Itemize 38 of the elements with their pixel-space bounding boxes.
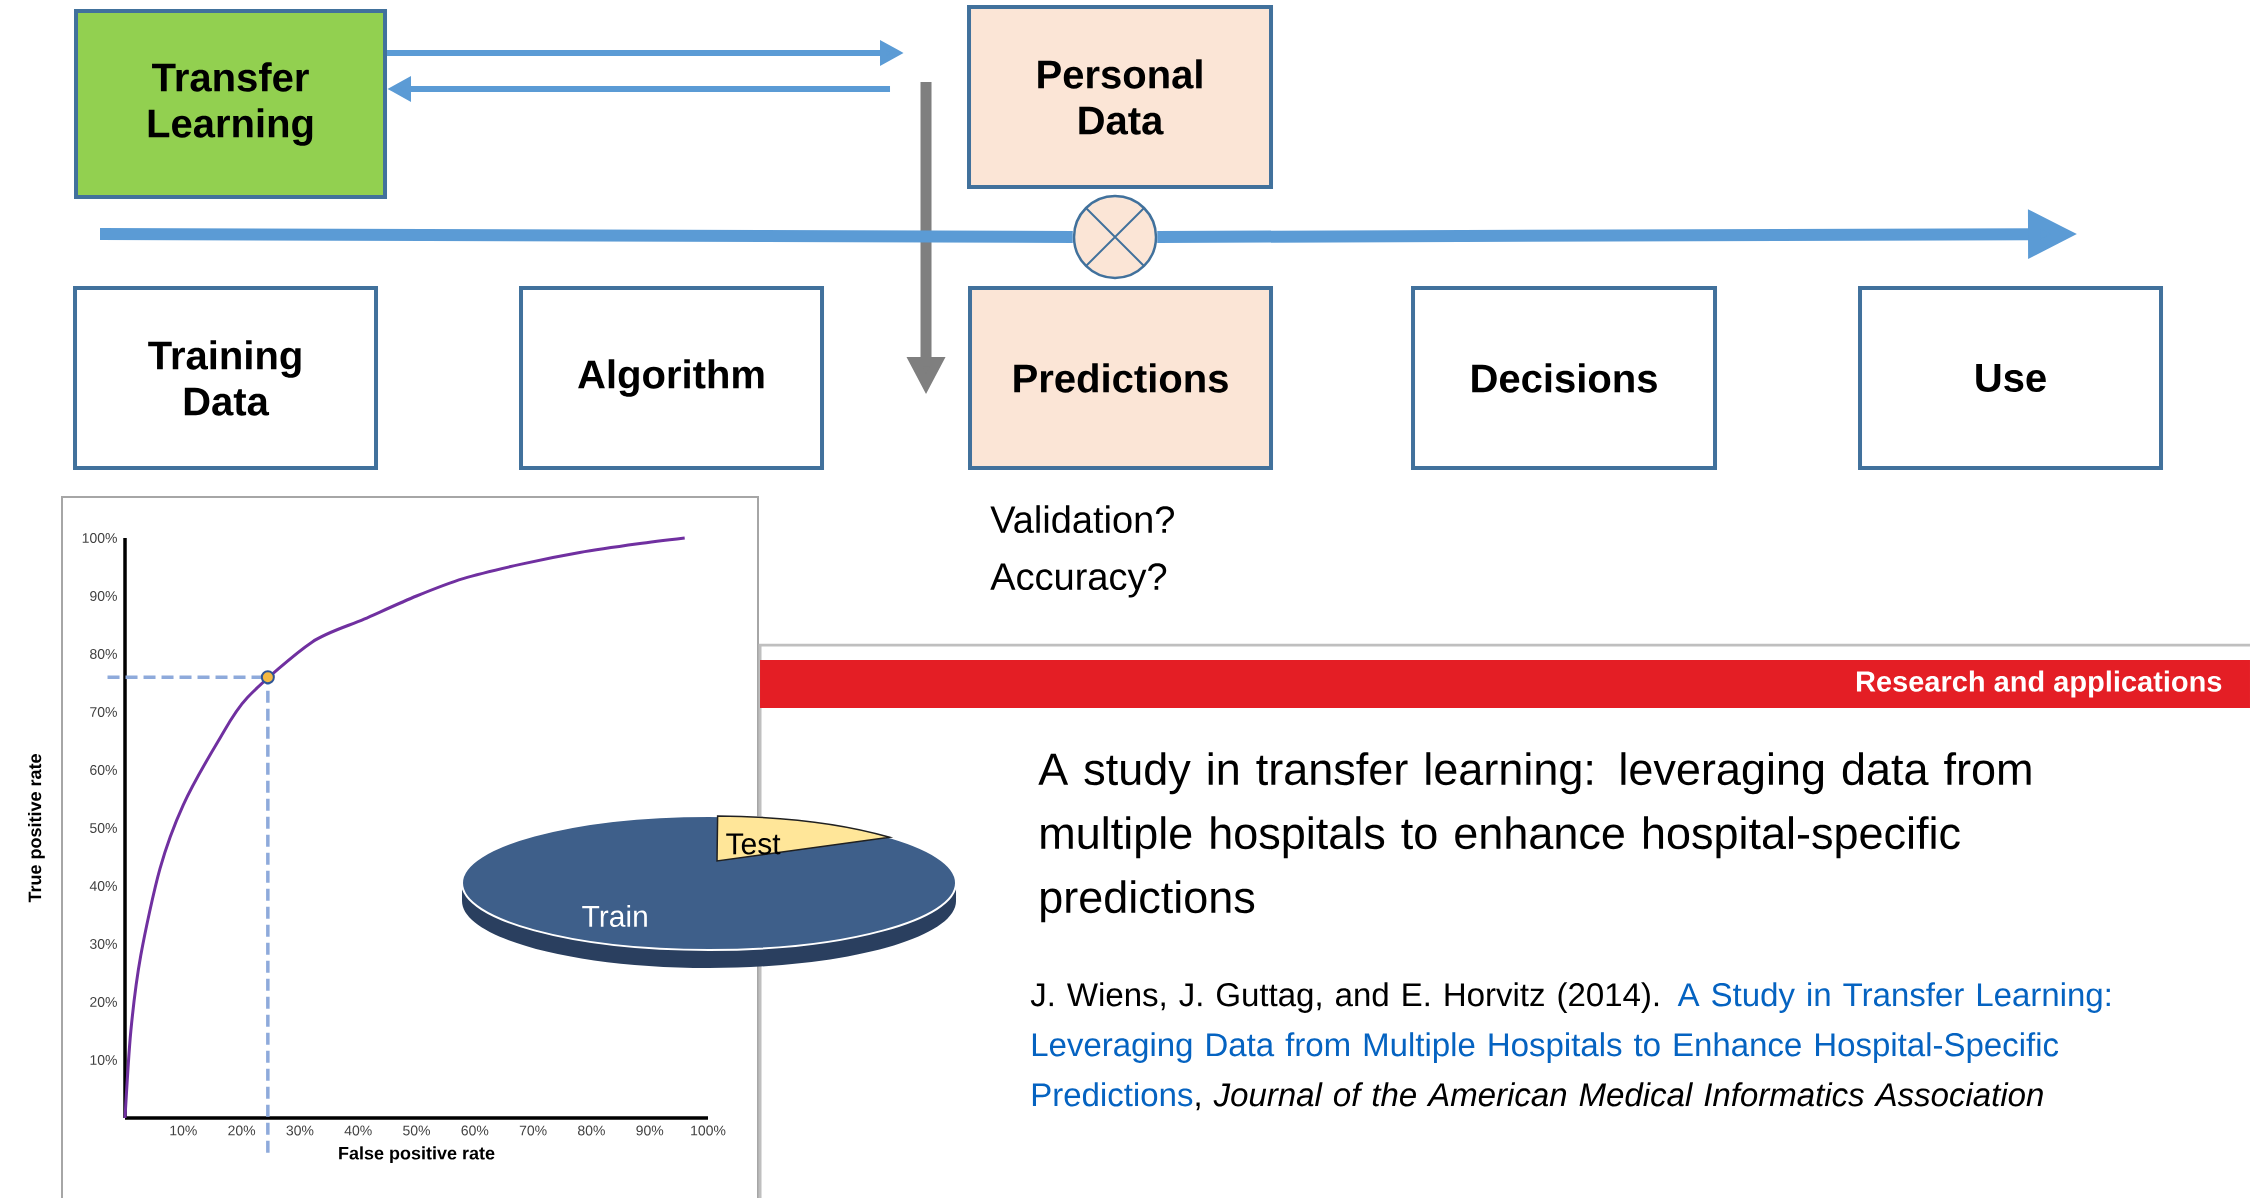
x-tick-label: 50% [403, 1125, 431, 1136]
x-tick-label: 70% [519, 1125, 547, 1136]
x-tick-label: 100% [691, 1125, 726, 1136]
note-text: Accuracy? [990, 563, 1167, 598]
citation-text: J. Wiens, J. Guttag, and E. Horvitz (2014). A Study in Transfer Learning: Leveraging Data from Multiple Hospitals to Enhance Hospital-Specific Predictions, Journal of the American Medical Informatics Association [1030, 982, 2110, 1111]
x-tick-label: 20% [228, 1125, 256, 1136]
process-box: Predictions [968, 286, 1273, 470]
x-axis-title: False positive rate [339, 1146, 495, 1164]
x-tick-label: 80% [578, 1125, 605, 1136]
process-box: Decisions [1411, 286, 1717, 470]
process-box: Algorithm [519, 286, 824, 470]
y-tick-label: 10% [90, 1055, 117, 1065]
process-box: Use [1858, 286, 2163, 470]
process-box: Training Data [73, 286, 378, 470]
x-tick-label: 30% [286, 1125, 314, 1136]
x-tick-label: 40% [344, 1125, 372, 1136]
y-tick-label: 20% [90, 997, 117, 1007]
y-tick-label: 90% [90, 591, 117, 601]
y-axis-title: True positive rate [28, 754, 45, 903]
y-tick-label: 80% [90, 649, 117, 659]
process-box: Personal Data [967, 5, 1273, 189]
article-title: A study in transfer learning: leveraging data from multiple hospitals to enhance hospital-specific predictions [1038, 752, 2031, 923]
slice-label: Test [726, 833, 781, 855]
y-tick-label: 60% [90, 765, 117, 775]
note-text: Validation? [990, 505, 1174, 534]
x-tick-label: 10% [170, 1125, 197, 1136]
multiply-circle [1072, 194, 1158, 280]
slice-label: Train [582, 905, 647, 927]
line-series [123, 536, 687, 1120]
x-tick-label: 60% [461, 1125, 489, 1136]
y-tick-label: 40% [89, 881, 117, 891]
section-banner: Research and applications [760, 660, 2250, 708]
x-tick-label: 90% [636, 1125, 664, 1136]
y-tick-label: 70% [90, 707, 117, 717]
process-box: Transfer Learning [74, 9, 387, 199]
y-tick-label: 100% [82, 533, 117, 543]
y-tick-label: 50% [90, 823, 117, 833]
y-tick-label: 30% [89, 939, 117, 949]
